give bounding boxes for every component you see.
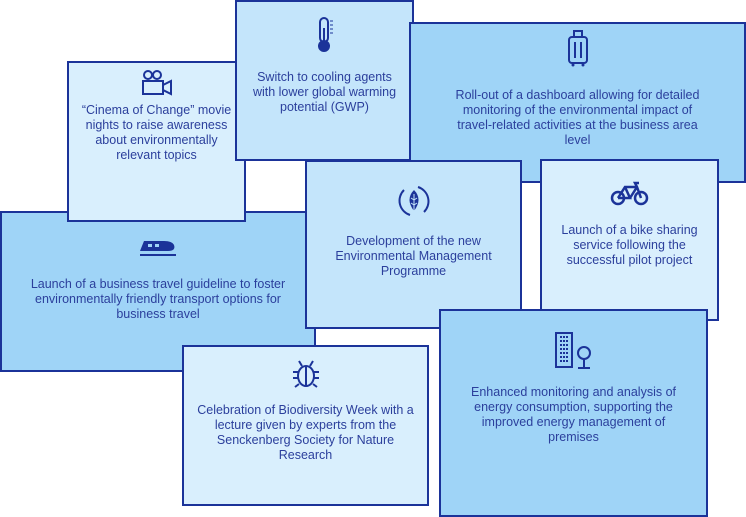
video-camera-icon (141, 70, 172, 96)
card-cinema: “Cinema of Change” movie nights to raise… (67, 61, 246, 222)
card-environmental-programme: Development of the new Environmental Man… (305, 160, 522, 329)
card-text: Roll-out of a dashboard allowing for det… (455, 88, 700, 147)
card-text: Launch of a business travel guideline to… (30, 277, 286, 321)
card-text: Enhanced monitoring and analysis of ener… (471, 385, 676, 444)
card-text: Launch of a bike sharing service followi… (561, 223, 698, 267)
suitcase-icon (567, 30, 588, 67)
card-text: Development of the new Environmental Man… (335, 234, 492, 278)
card-travel-guideline: Launch of a business travel guideline to… (0, 211, 316, 372)
card-bike-sharing: Launch of a bike sharing service followi… (540, 159, 719, 321)
building-tree-icon (554, 332, 591, 369)
card-text: Celebration of Biodiversity Week with a … (197, 403, 414, 462)
card-text: Switch to cooling agents with lower glob… (252, 70, 397, 114)
bicycle-icon (610, 181, 648, 206)
beetle-icon (292, 360, 319, 388)
leaf-cycle-icon (398, 186, 429, 216)
card-cooling: Switch to cooling agents with lower glob… (235, 0, 414, 161)
card-text: “Cinema of Change” movie nights to raise… (81, 103, 232, 162)
train-icon (140, 241, 176, 256)
thermometer-icon (317, 17, 333, 52)
card-energy-monitoring: Enhanced monitoring and analysis of ener… (439, 309, 708, 517)
card-biodiversity-week: Celebration of Biodiversity Week with a … (182, 345, 429, 506)
card-dashboard: Roll-out of a dashboard allowing for det… (409, 22, 746, 183)
